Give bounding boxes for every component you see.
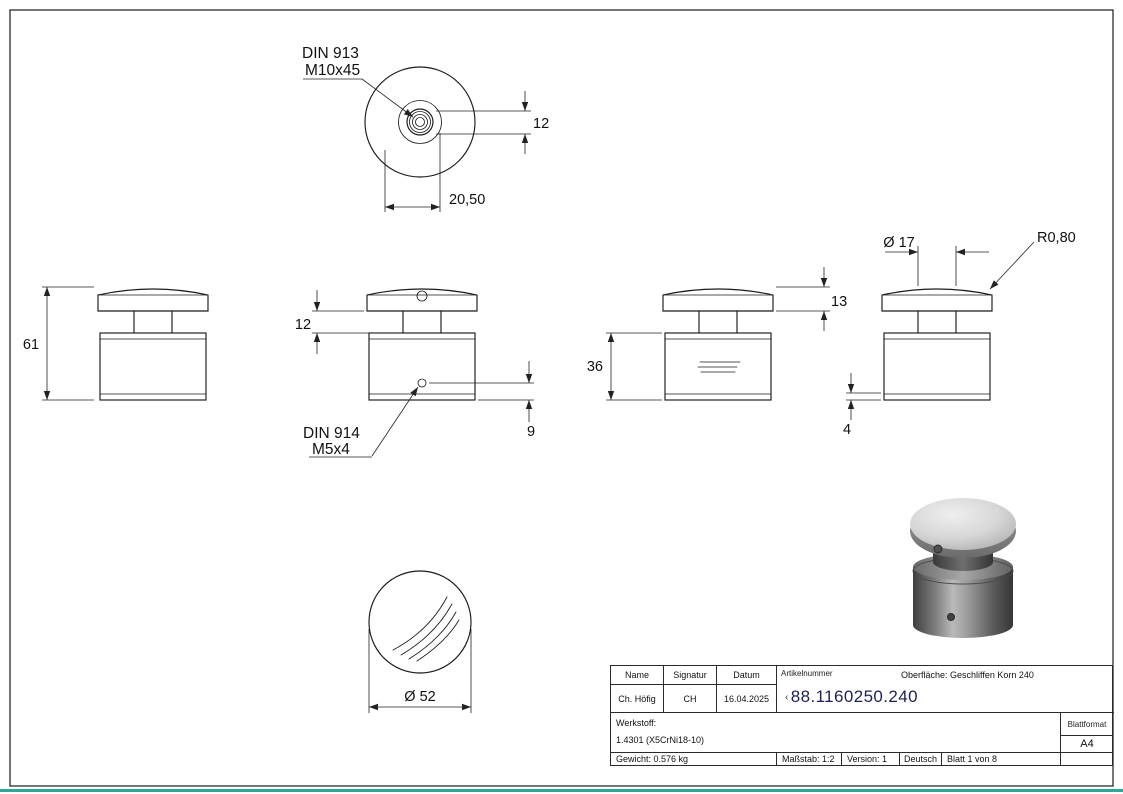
dim-chamfer: 4 bbox=[843, 373, 881, 438]
name-header: Name bbox=[611, 666, 664, 685]
dim-chamfer-label: 4 bbox=[843, 422, 851, 438]
dim-neck-dia: Ø 17 bbox=[883, 235, 989, 286]
sprache-cell: Deutsch bbox=[900, 753, 942, 765]
dim-total-height: 61 bbox=[23, 286, 94, 401]
dim-neck-height: 12 bbox=[295, 290, 401, 354]
version-value: Version: 1 bbox=[847, 754, 888, 764]
side-view-right: Ø 17 R0,80 4 bbox=[843, 230, 1076, 438]
datum-value-cell: 16.04.2025 bbox=[717, 685, 777, 713]
top-view-dim-12: 12 bbox=[436, 91, 549, 154]
dim-offset: 20,50 bbox=[449, 192, 485, 208]
render-body-screw-hole bbox=[947, 613, 955, 621]
name-value: Ch. Höfig bbox=[618, 693, 656, 704]
version-cell: Version: 1 bbox=[842, 753, 900, 765]
drawing-frame bbox=[9, 9, 1114, 787]
dim-outer-dia: Ø 52 bbox=[368, 629, 472, 713]
dim-cap-height: 13 bbox=[776, 267, 847, 331]
dim-neck-height-label: 12 bbox=[295, 317, 311, 333]
side-view-center: 12 DIN 914 M5x4 9 bbox=[295, 288, 535, 458]
dim-screw-dia: 12 bbox=[533, 116, 549, 132]
name-header-label: Name bbox=[624, 670, 649, 680]
datum-header: Datum bbox=[717, 666, 777, 685]
grub-callout-line1: DIN 914 bbox=[303, 425, 360, 442]
accent-bar bbox=[0, 789, 1123, 792]
artikelnummer-cell: Artikelnummer Oberfläche: Geschliffen Ko… bbox=[777, 666, 1114, 713]
render-cap-screw-hole bbox=[933, 544, 943, 554]
render-3d bbox=[910, 498, 1016, 638]
top-view: DIN 913 M10x45 12 20,50 bbox=[302, 45, 549, 212]
dim-screw-pos: 9 bbox=[429, 361, 535, 440]
datum-value: 16.04.2025 bbox=[723, 693, 770, 704]
thread-callout-line1: DIN 913 bbox=[302, 45, 359, 62]
dim-screw-pos-label: 9 bbox=[527, 424, 535, 440]
dim-total-height-label: 61 bbox=[23, 337, 39, 353]
side-view-left: 61 bbox=[23, 286, 209, 401]
signatur-value: CH bbox=[683, 693, 697, 704]
dim-body-height-label: 36 bbox=[587, 359, 603, 375]
title-block: Name Signatur Datum Artikelnummer Oberfl… bbox=[610, 665, 1114, 766]
massstab-cell: Maßstab: 1:2 bbox=[777, 753, 842, 765]
blattformat-value-cell: A4 bbox=[1061, 736, 1113, 753]
bottom-view: Ø 52 bbox=[368, 570, 472, 713]
top-view-dim-offset: 20,50 bbox=[384, 133, 485, 212]
gewicht-value: Gewicht: 0.576 kg bbox=[616, 754, 689, 764]
dim-outer-dia-label: Ø 52 bbox=[404, 689, 435, 705]
top-view-thread-callout: DIN 913 M10x45 bbox=[302, 45, 414, 118]
empty-cell bbox=[1061, 753, 1113, 765]
massstab-value: Maßstab: 1:2 bbox=[782, 754, 835, 764]
blattformat-label: Blattformat bbox=[1067, 719, 1107, 729]
artikelnummer-label: Artikelnummer bbox=[781, 669, 833, 678]
werkstoff-cell: Werkstoff: 1.4301 (X5CrNi18-10) bbox=[611, 713, 1061, 753]
oberflaeche-label: Oberfläche: Geschliffen Korn 240 bbox=[901, 670, 1034, 680]
name-value-cell: Ch. Höfig bbox=[611, 685, 664, 713]
dim-radius: R0,80 bbox=[989, 230, 1076, 290]
dim-neck-dia-label: Ø 17 bbox=[883, 235, 914, 251]
finish-arcs bbox=[392, 596, 460, 662]
dim-radius-label: R0,80 bbox=[1037, 230, 1076, 246]
grub-screw-callout: DIN 914 M5x4 bbox=[303, 386, 419, 458]
artikelnummer-value-wrap: ‹ 88.1160250.240 bbox=[785, 687, 918, 707]
dim-body-height: 36 bbox=[587, 332, 662, 401]
signatur-header: Signatur bbox=[664, 666, 717, 685]
side-view-mid: 13 36 bbox=[587, 267, 847, 401]
datum-header-label: Datum bbox=[733, 670, 760, 680]
dim-cap-height-label: 13 bbox=[831, 294, 847, 310]
blatt-value: Blatt 1 von 8 bbox=[947, 754, 998, 764]
signatur-value-cell: CH bbox=[664, 685, 717, 713]
signatur-header-label: Signatur bbox=[673, 670, 707, 680]
artikelnummer-marker: ‹ bbox=[785, 691, 789, 703]
blattformat-label-cell: Blattformat bbox=[1061, 713, 1113, 736]
blattformat-value: A4 bbox=[1080, 738, 1094, 750]
gewicht-cell: Gewicht: 0.576 kg bbox=[611, 753, 777, 765]
thread-callout-line2: M10x45 bbox=[305, 62, 360, 79]
sprache-value: Deutsch bbox=[903, 754, 938, 764]
werkstoff-value: 1.4301 (X5CrNi18-10) bbox=[616, 735, 705, 745]
grind-marks bbox=[697, 361, 741, 373]
grub-callout-line2: M5x4 bbox=[312, 441, 350, 458]
blatt-cell: Blatt 1 von 8 bbox=[942, 753, 1061, 765]
artikelnummer-value: 88.1160250.240 bbox=[790, 687, 918, 706]
werkstoff-label: Werkstoff: bbox=[616, 718, 657, 728]
